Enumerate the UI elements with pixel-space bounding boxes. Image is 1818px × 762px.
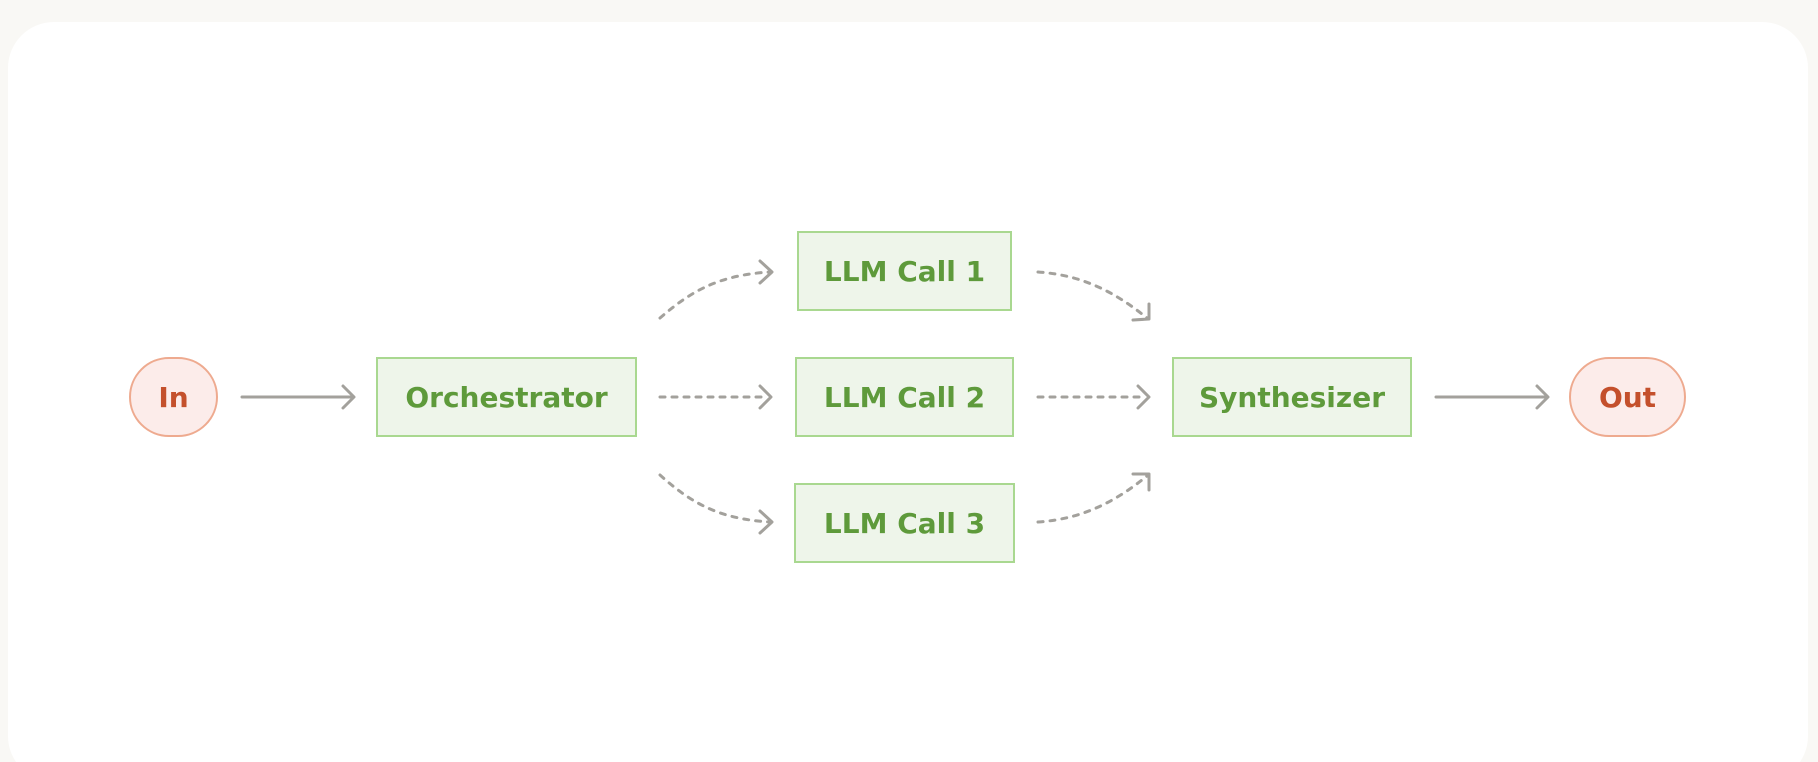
- edge-call3-to-synthesizer: [1036, 474, 1149, 524]
- edge-in-to-orchestrator-arrowhead: [341, 384, 356, 410]
- orchestrator-node: Orchestrator: [376, 357, 637, 437]
- synthesizer-node: Synthesizer: [1172, 357, 1412, 437]
- edge-orchestrator-to-call1-arrowhead: [758, 259, 774, 285]
- input-node: In: [129, 357, 218, 437]
- llm-call-1-node: LLM Call 1: [797, 231, 1012, 311]
- llm-call-3-node: LLM Call 3: [794, 483, 1015, 563]
- edge-orchestrator-to-call2-arrowhead: [758, 384, 773, 410]
- edge-call3-to-synthesizer-arrowhead: [1131, 472, 1151, 492]
- edge-synthesizer-to-out-arrowhead: [1535, 384, 1550, 410]
- edge-call1-to-synthesizer: [1036, 270, 1149, 320]
- edge-call1-to-synthesizer-arrowhead: [1131, 302, 1151, 322]
- edge-orchestrator-to-call3: [658, 473, 772, 524]
- llm-call-2-node: LLM Call 2: [795, 357, 1014, 437]
- edge-orchestrator-to-call1: [658, 270, 772, 320]
- edge-call2-to-synthesizer-arrowhead: [1136, 384, 1151, 410]
- edge-orchestrator-to-call3-arrowhead: [758, 509, 774, 535]
- output-node: Out: [1569, 357, 1686, 437]
